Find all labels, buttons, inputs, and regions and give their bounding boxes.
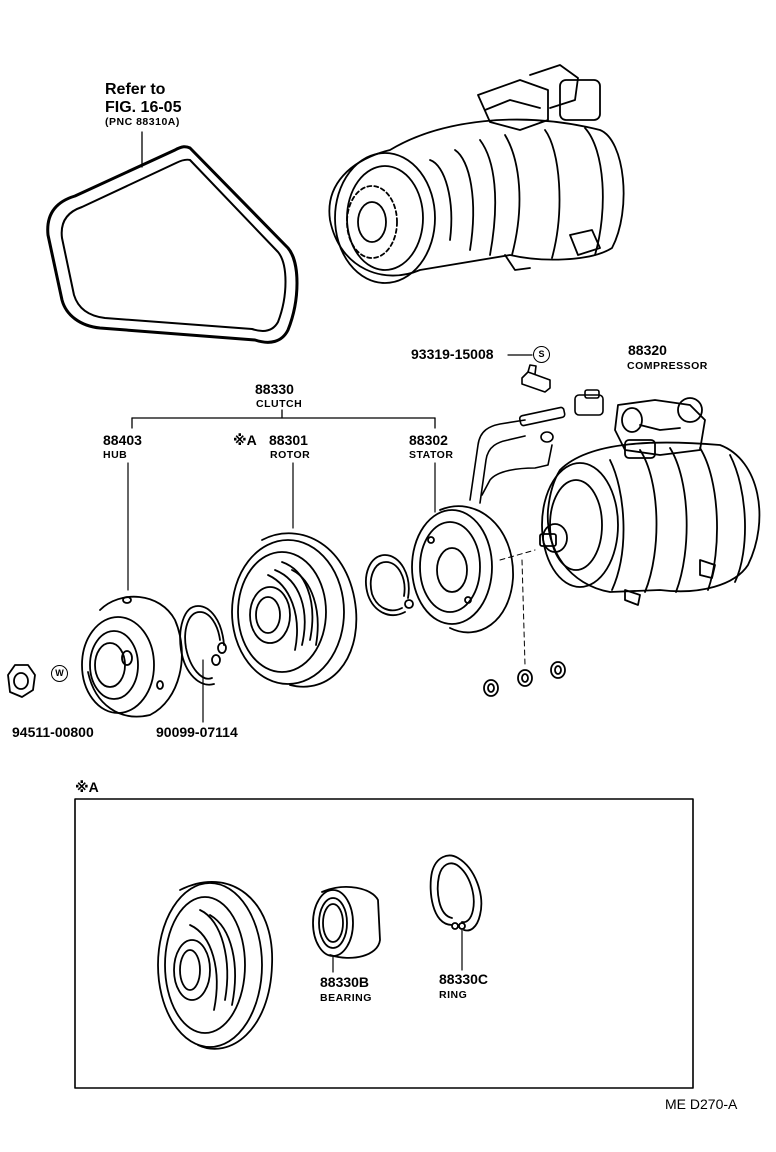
stator-name: STATOR — [409, 449, 454, 461]
bracket-symbol-badge: S — [533, 346, 550, 363]
rotor-snap-ring — [365, 554, 414, 617]
shaft-centerline — [499, 549, 536, 561]
nut-part-no[interactable]: 94511-00800 — [12, 724, 94, 740]
shim-centerline — [521, 559, 526, 666]
compressor-part-no[interactable]: 88320 — [628, 342, 667, 358]
bracket-part — [521, 364, 551, 393]
drive-belt — [46, 145, 299, 344]
detail-bearing-part — [312, 886, 381, 959]
nut-part — [7, 664, 36, 698]
hub-part — [81, 595, 183, 718]
rotor-part-no[interactable]: 88301 — [269, 432, 308, 448]
stator-part-no[interactable]: 88302 — [409, 432, 448, 448]
snap-ring-part — [179, 605, 227, 686]
detail-ring-part — [429, 854, 483, 932]
clutch-bracket — [131, 409, 436, 429]
bracket-part-no[interactable]: 93319-15008 — [411, 346, 494, 362]
ring-name: RING — [439, 989, 468, 1001]
ring-part-no[interactable]: 88330C — [439, 971, 489, 987]
hub-part-no[interactable]: 88403 — [103, 432, 142, 448]
stator-part — [411, 505, 514, 634]
snap-ring-part-no[interactable]: 90099-07114 — [156, 724, 238, 740]
rotor-name: ROTOR — [270, 449, 311, 461]
rotor-part — [231, 532, 358, 688]
bearing-part-no[interactable]: 88330B — [320, 974, 370, 990]
nut-symbol-badge: W — [51, 665, 68, 682]
detail-a-frame — [74, 798, 694, 1089]
detail-a-title: ※A — [75, 779, 99, 795]
shim-parts — [483, 661, 566, 697]
compressor-part — [539, 397, 761, 606]
clutch-part-no[interactable]: 88330 — [255, 381, 294, 397]
belt-ref-fig[interactable]: FIG. 16-05 — [105, 99, 182, 116]
bearing-name: BEARING — [320, 992, 372, 1004]
hub-name: HUB — [103, 449, 128, 461]
drawing-code: ME D270-A — [665, 1096, 738, 1112]
belt-ref-pnc: (PNC 88310A) — [105, 116, 180, 128]
belt-ref-line1: Refer to — [105, 81, 166, 98]
compressor-name: COMPRESSOR — [627, 360, 708, 372]
compressor-assembled-top — [328, 64, 625, 284]
stator-wire — [469, 389, 604, 504]
detail-rotor-part — [157, 881, 273, 1050]
clutch-name: CLUTCH — [256, 398, 303, 410]
rotor-mark: ※A — [233, 432, 257, 448]
